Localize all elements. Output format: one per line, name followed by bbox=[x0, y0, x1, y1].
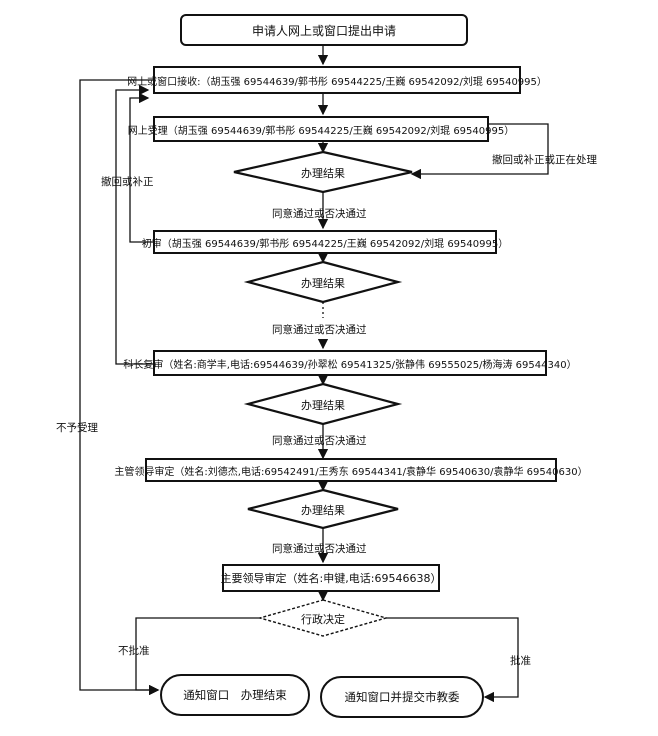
line-approved bbox=[386, 617, 519, 703]
node-leader-review: 主管领导审定（姓名:刘德杰,电话:69542491/王秀东 69544341/袁… bbox=[114, 458, 588, 482]
result-label-3: 办理结果 bbox=[301, 399, 345, 412]
pass-label-1: 同意通过或否决通过 bbox=[272, 208, 367, 220]
result-label-2: 办理结果 bbox=[301, 277, 345, 290]
node-section-review: 科长复审（姓名:商学丰,电话:69544639/孙翠松 69541325/张静伟… bbox=[123, 350, 577, 376]
node-notify-end: 通知窗口 办理结束 bbox=[160, 674, 310, 716]
decision-diamond-2 bbox=[243, 260, 403, 304]
node-receive: 网上或窗口接收:（胡玉强 69544639/郭书彤 69544225/王巍 69… bbox=[127, 66, 547, 94]
result-label-1: 办理结果 bbox=[301, 167, 345, 180]
node-notify-submit: 通知窗口并提交市教委 bbox=[320, 676, 484, 718]
node-start: 申请人网上或窗口提出申请 bbox=[180, 14, 468, 46]
pass-label-4: 同意通过或否决通过 bbox=[272, 543, 367, 555]
node-initial: 初审（胡玉强 69544639/郭书彤 69544225/王巍 69542092… bbox=[142, 230, 508, 254]
label-approved: 批准 bbox=[510, 655, 531, 667]
label-not-accepted: 不予受理 bbox=[56, 422, 98, 434]
decision-diamond-1 bbox=[233, 150, 413, 194]
line-reject-processing bbox=[410, 123, 549, 180]
decision-diamond-3 bbox=[243, 382, 403, 426]
decision-diamond-4 bbox=[247, 488, 399, 530]
line-reject-initial bbox=[129, 92, 153, 243]
decision-label: 行政决定 bbox=[301, 613, 345, 626]
line-reject-section bbox=[115, 84, 153, 365]
label-reject-correct: 撤回或补正 bbox=[101, 176, 154, 188]
node-accept: 网上受理（胡玉强 69544639/郭书彤 69544225/王巍 695420… bbox=[128, 116, 514, 142]
node-chief-review: 主要领导审定（姓名:申键,电话:69546638） bbox=[221, 564, 441, 592]
pass-label-3: 同意通过或否决通过 bbox=[272, 435, 367, 447]
decision-diamond-5 bbox=[257, 599, 389, 637]
line-not-accepted bbox=[79, 79, 160, 696]
label-not-approved: 不批准 bbox=[118, 645, 150, 657]
result-label-4: 办理结果 bbox=[301, 504, 345, 517]
label-reject-processing: 撤回或补正或正在处理 bbox=[492, 154, 597, 166]
pass-label-2: 同意通过或否决通过 bbox=[272, 324, 367, 336]
